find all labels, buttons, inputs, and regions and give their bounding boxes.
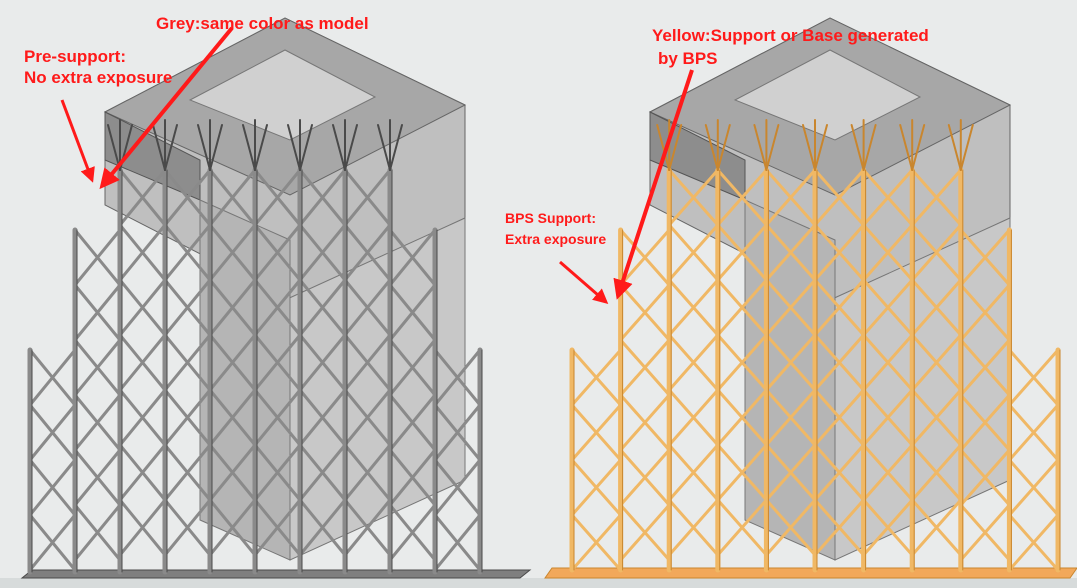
- yellow-label-line2: by BPS: [658, 49, 718, 69]
- right-base-raft: [545, 568, 1077, 578]
- build-plate: [0, 578, 1077, 588]
- bps-support-desc: Extra exposure: [505, 231, 606, 248]
- left-base-raft: [22, 570, 530, 578]
- right-model-group: [545, 18, 1077, 578]
- arrow-bps-support: [560, 262, 606, 302]
- arrow-presupport: [62, 100, 92, 180]
- bps-support-title: BPS Support:: [505, 210, 596, 227]
- yellow-label-line1: Yellow:Support or Base generated: [652, 26, 929, 46]
- left-model-group: [22, 18, 530, 578]
- grey-label: Grey:same color as model: [156, 14, 369, 34]
- presupport-title: Pre-support:: [24, 47, 126, 67]
- presupport-desc: No extra exposure: [24, 68, 172, 88]
